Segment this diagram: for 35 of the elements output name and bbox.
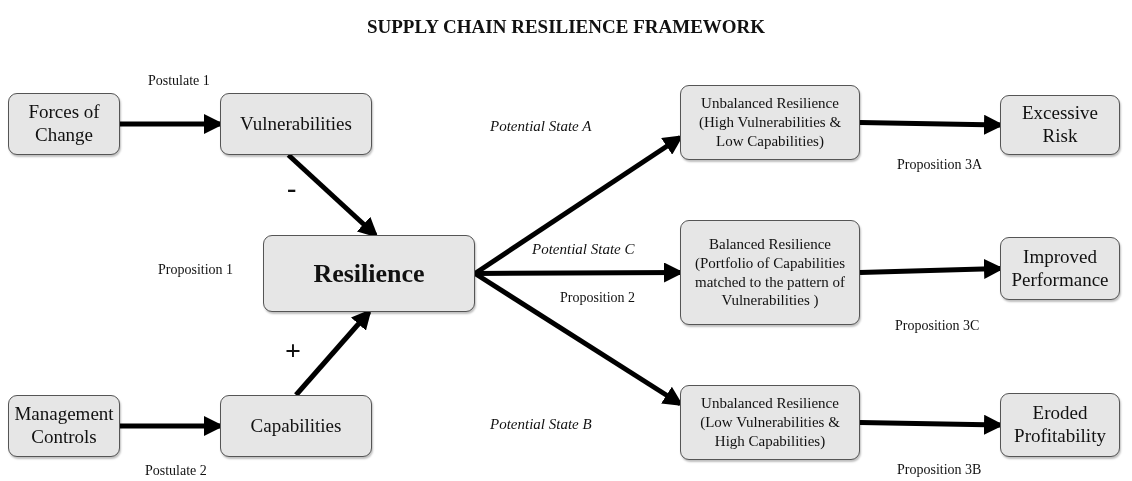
box-label: Resilience: [313, 257, 425, 290]
process-box: [680, 220, 860, 325]
annotation-label: Potential State B: [490, 416, 592, 433]
box-label: Improved Performance: [1010, 245, 1110, 292]
process-box: [680, 85, 860, 160]
annotation-label: Postulate 1: [148, 73, 210, 89]
process-box: [1000, 393, 1120, 457]
process-box: [220, 93, 372, 155]
annotation-label: Proposition 2: [560, 290, 636, 306]
annotation-label: Proposition 3C: [895, 318, 980, 334]
process-box: [1000, 237, 1120, 300]
process-box: [680, 385, 860, 460]
process-box: [263, 235, 475, 312]
annotation-label: Proposition 1: [158, 262, 234, 278]
box-label: Excessive Risk: [1021, 102, 1099, 148]
sign-label: +: [285, 335, 301, 367]
box-label: Capabilities: [250, 414, 342, 438]
sign-label: -: [287, 172, 297, 204]
annotation-label: Postulate 2: [145, 463, 207, 479]
diagram-title: SUPPLY CHAIN RESILIENCE FRAMEWORK: [365, 16, 767, 38]
box-label: Unbalanced Resilience (Low Vulnerabilities & High Capabilities): [699, 394, 841, 451]
box-label: Forces of Change: [27, 101, 101, 147]
process-box: [1000, 95, 1120, 155]
box-label: Eroded Profitability: [1013, 402, 1107, 448]
box-label: Management Controls: [14, 403, 114, 449]
process-box: [220, 395, 372, 457]
annotation-label: Proposition 3A: [897, 157, 983, 173]
process-box: [8, 395, 120, 457]
annotation-label: Proposition 3B: [897, 462, 982, 478]
process-box: [8, 93, 120, 155]
annotation-label: Potential State C: [532, 241, 635, 258]
annotation-label: Potential State A: [490, 118, 592, 135]
box-label: Balanced Resilience (Portfolio of Capabilities matched to the pattern of Vulnerabilities ): [694, 235, 846, 310]
box-label: Vulnerabilities: [240, 112, 352, 136]
box-label: Unbalanced Resilience (High Vulnerabilities & Low Capabilities): [697, 94, 843, 151]
